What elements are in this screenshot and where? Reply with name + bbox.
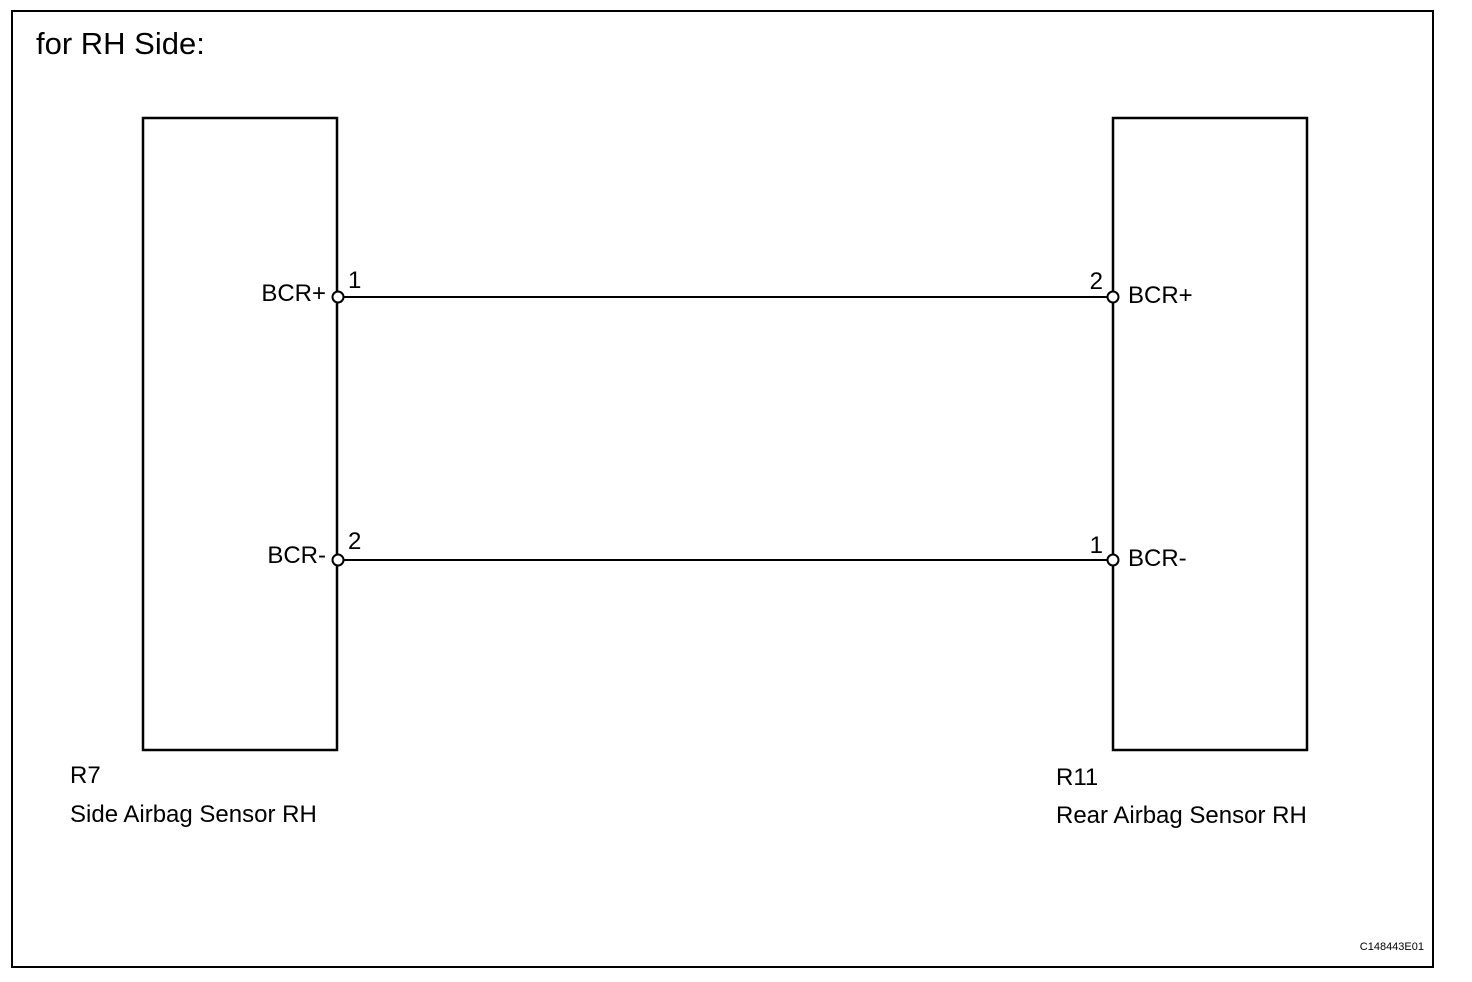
right-pin-number-1: 1: [1090, 532, 1103, 559]
right-component-name: Rear Airbag Sensor RH: [1056, 802, 1307, 829]
left-pin-number-1: 1: [348, 267, 361, 294]
terminal-right-1: [1106, 553, 1120, 567]
right-pin-label-bcr-plus: BCR+: [1128, 282, 1193, 309]
left-pin-label-bcr-minus: BCR-: [267, 542, 326, 569]
diagram-frame: [11, 10, 1434, 968]
right-pin-label-bcr-minus: BCR-: [1128, 545, 1187, 572]
figure-id: C148443E01: [1360, 941, 1424, 953]
left-component-box: [141, 116, 339, 752]
left-component-code: R7: [70, 762, 101, 789]
left-component-name: Side Airbag Sensor RH: [70, 801, 317, 828]
right-component-code: R11: [1056, 764, 1098, 791]
left-pin-number-2: 2: [348, 528, 361, 555]
left-pin-label-bcr-plus: BCR+: [261, 280, 326, 307]
terminal-right-2: [1106, 290, 1120, 304]
diagram-title: for RH Side:: [36, 26, 205, 61]
terminal-left-2: [331, 553, 345, 567]
right-component-box: [1111, 116, 1309, 752]
terminal-left-1: [331, 290, 345, 304]
right-pin-number-2: 2: [1090, 268, 1103, 295]
